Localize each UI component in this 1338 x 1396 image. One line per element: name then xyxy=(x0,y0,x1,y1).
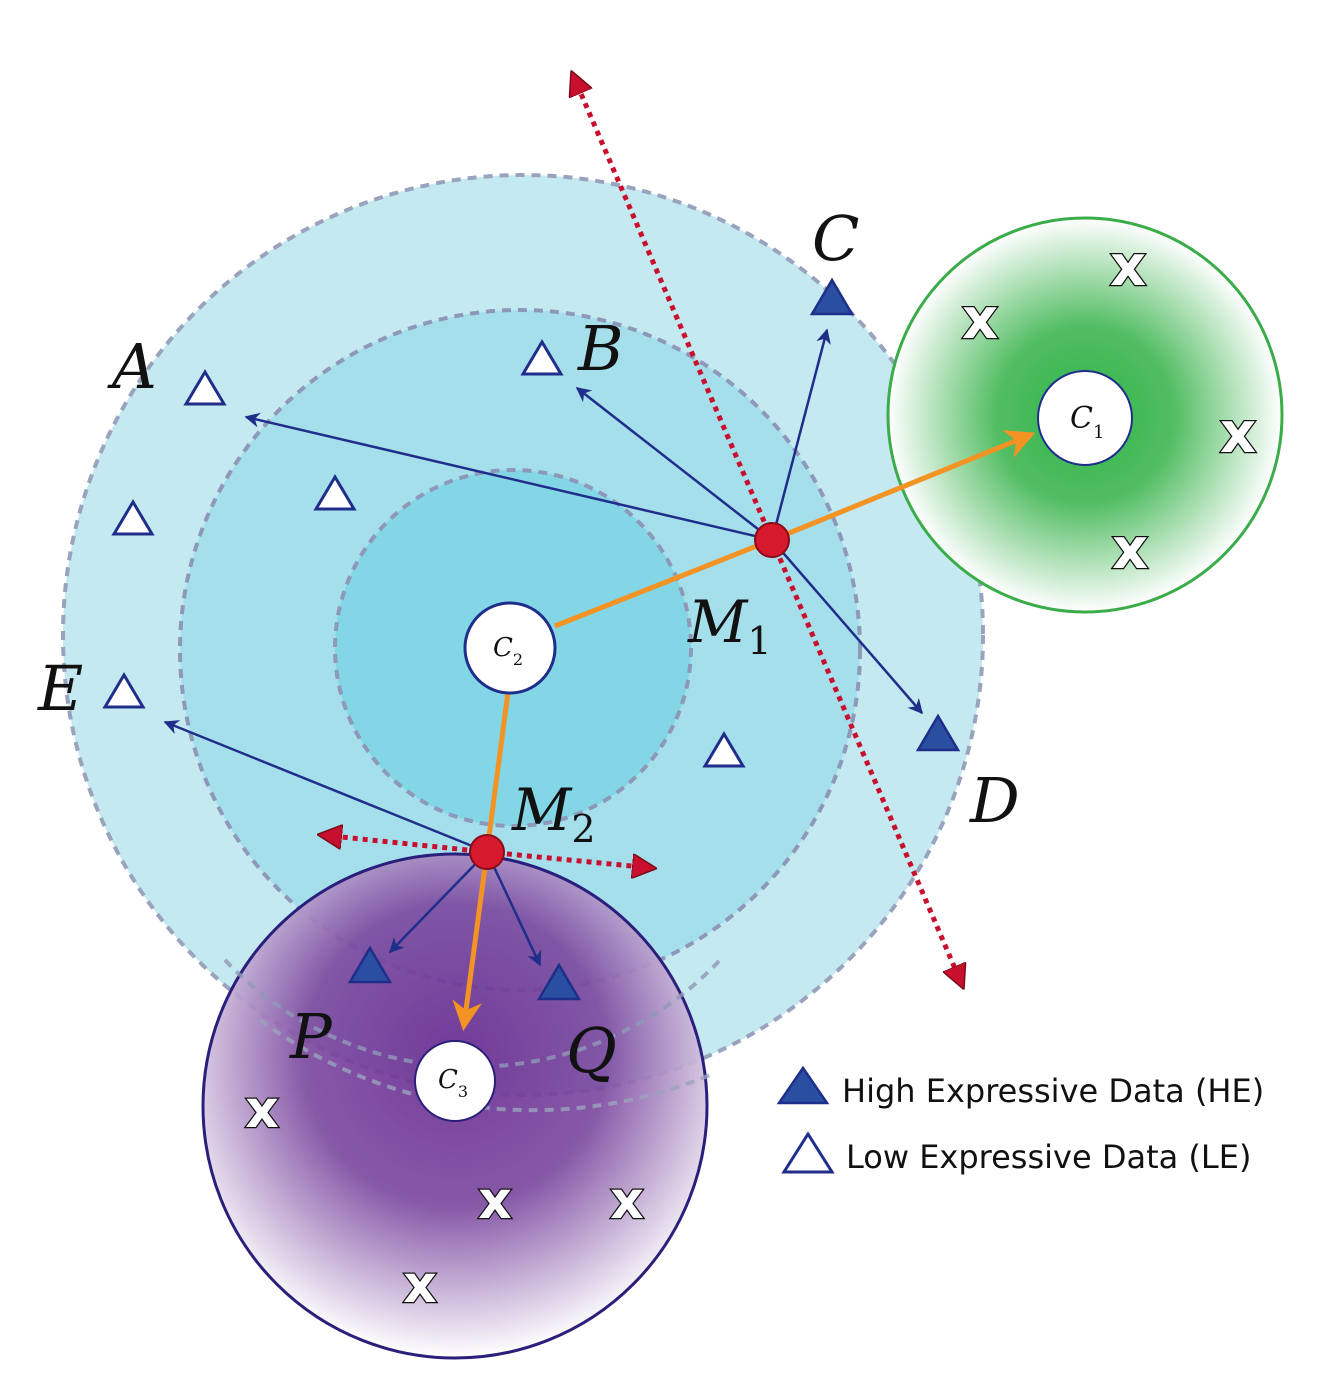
label-p: P xyxy=(289,1000,333,1073)
label-a: A xyxy=(107,330,157,403)
bisector-m2-arrow-right xyxy=(486,849,652,868)
cross-marker: x xyxy=(962,287,998,352)
le-triangle xyxy=(313,474,357,511)
he-points xyxy=(347,277,961,1001)
c2-label: C xyxy=(493,633,513,663)
label-b: B xyxy=(577,312,624,385)
m1-vectors xyxy=(244,328,923,715)
legend-le-icon xyxy=(781,1131,835,1174)
label-d: D xyxy=(969,764,1020,837)
m1-to-c1-arrow xyxy=(771,430,1036,543)
m1-node xyxy=(754,522,790,558)
center-c2: C2 xyxy=(463,601,557,695)
cross-marker: x xyxy=(1112,517,1148,582)
c1-subscript: 1 xyxy=(1093,422,1104,443)
le-triangle xyxy=(702,731,746,768)
c3-subscript: 3 xyxy=(458,1082,468,1101)
label-m2: M2 xyxy=(511,776,596,851)
le-triangle xyxy=(111,499,155,536)
center-c3: C3 xyxy=(414,1040,496,1122)
bisector-m2-arrow-left xyxy=(322,835,488,855)
svg-text:C1: C1 xyxy=(1070,401,1104,443)
legend: High Expressive Data (HE) Low Expressive… xyxy=(776,1065,1264,1176)
cluster-crosses: x x x x x x x x xyxy=(244,233,1257,1317)
cross-marker: x xyxy=(1220,401,1256,466)
c3-label: C xyxy=(438,1065,458,1095)
cross-marker: x xyxy=(610,1171,644,1231)
cross-marker: x xyxy=(403,1255,437,1315)
label-q: Q xyxy=(566,1014,617,1087)
cross-marker: x xyxy=(1110,234,1146,299)
he-triangle xyxy=(347,945,393,984)
c1-label: C xyxy=(1070,401,1093,436)
m2-node xyxy=(469,834,505,870)
m2-vectors xyxy=(163,720,542,967)
m2-to-c3-arrow xyxy=(452,851,490,1031)
legend-he-label: High Expressive Data (HE) xyxy=(842,1072,1264,1110)
c2-subscript: 2 xyxy=(513,650,523,669)
svg-text:C3: C3 xyxy=(438,1065,468,1101)
label-e: E xyxy=(37,652,83,725)
legend-le-label: Low Expressive Data (LE) xyxy=(846,1138,1251,1176)
center-c1: C1 xyxy=(1037,370,1133,466)
cross-marker: x xyxy=(478,1171,512,1231)
legend-he-icon xyxy=(776,1065,830,1105)
le-triangle xyxy=(183,369,227,406)
le-triangle xyxy=(520,339,564,376)
le-points xyxy=(102,339,746,768)
svg-text:C2: C2 xyxy=(493,633,523,669)
bisector-m1-arrow-up xyxy=(573,75,775,541)
he-triangle xyxy=(536,962,582,1001)
le-triangle xyxy=(102,672,146,709)
he-triangle xyxy=(915,713,961,752)
c2-to-m2-line xyxy=(484,691,511,853)
label-c: C xyxy=(812,202,859,275)
label-m1: M1 xyxy=(687,588,772,663)
c2-to-m1-line xyxy=(554,537,773,629)
cross-marker: x xyxy=(245,1080,279,1140)
bisector-m1-arrow-down xyxy=(769,539,962,985)
he-triangle xyxy=(809,277,855,316)
